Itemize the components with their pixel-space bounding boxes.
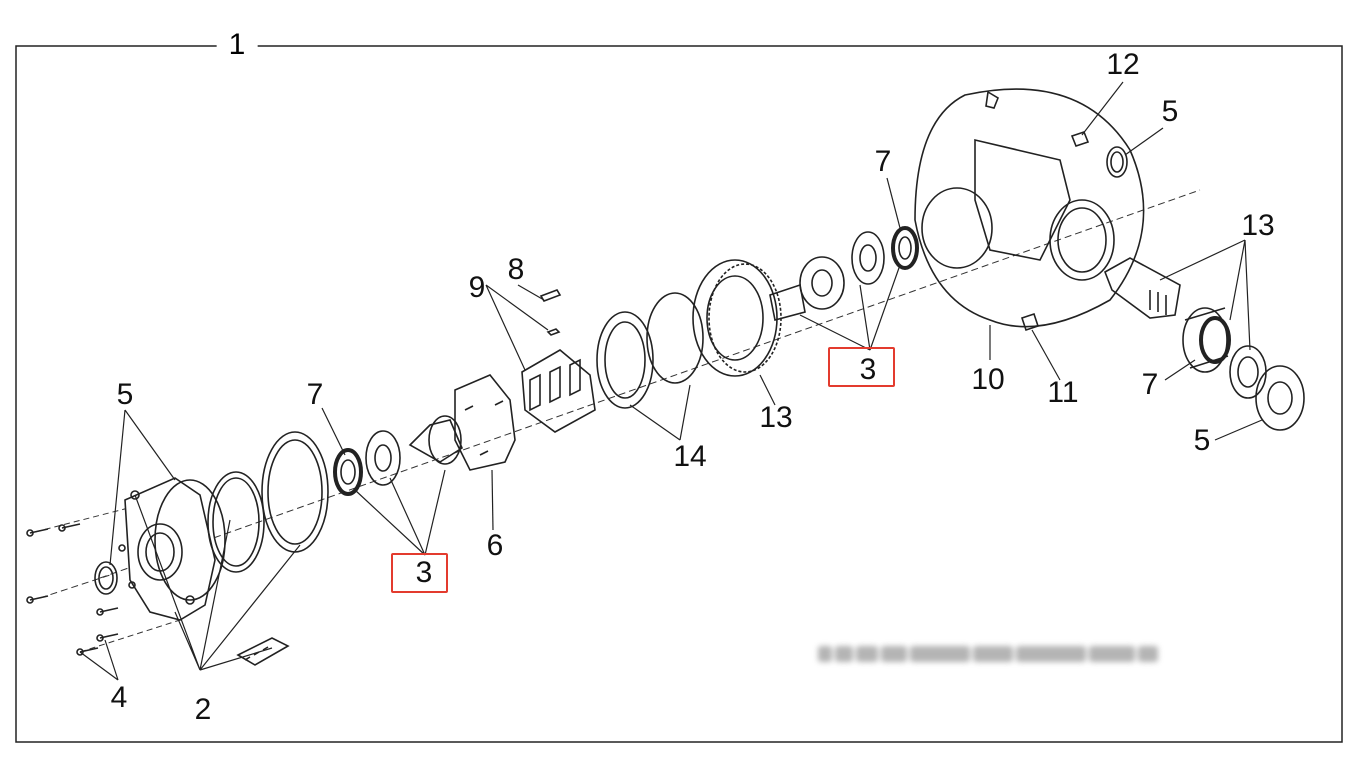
sprag-clutch-9 [521, 349, 596, 433]
drain-plug-12 [1070, 131, 1090, 147]
friction-ring [261, 431, 329, 553]
bolt-axis-line-1 [34, 504, 141, 533]
seal-5-output [1255, 365, 1305, 431]
main-housing-10 [914, 88, 1145, 328]
callout-2: 2 [194, 693, 212, 726]
callout-14: 14 [673, 440, 707, 473]
snap-ring-output [1229, 345, 1267, 399]
highlight-box-3-right [828, 347, 895, 387]
bearing-7-output [1182, 307, 1231, 373]
bolts-group [26, 523, 119, 656]
gear-shaft-right [769, 256, 845, 321]
callout-7-left: 7 [306, 378, 324, 411]
bolt-axis-line-2 [79, 619, 181, 653]
callout-11: 11 [1047, 376, 1079, 409]
highlight-box-3-left [391, 553, 448, 593]
callout-13-shaft: 13 [1241, 209, 1275, 242]
front-cover-part [118, 477, 226, 621]
ring-gear-13 [692, 259, 782, 377]
gasket-ring [207, 471, 265, 573]
callout-3-right: 3 [859, 353, 877, 386]
callout-5-right: 5 [1193, 424, 1211, 457]
bearing-7-left [333, 448, 363, 496]
gear-shaft-left [408, 415, 464, 465]
callout-4: 4 [110, 681, 128, 714]
seal-ring-left [94, 561, 118, 595]
leader-lines [79, 81, 1263, 681]
frame-border [15, 45, 1343, 743]
callout-3-left: 3 [415, 556, 433, 589]
seal-5-upper [1106, 146, 1128, 178]
blurred-watermark [818, 640, 1188, 670]
output-shaft-13 [1104, 257, 1181, 319]
breather-fitting [985, 90, 999, 109]
assembly-number: 1 [216, 28, 258, 62]
shim-plate-6 [454, 374, 516, 471]
drain-plug-11 [1020, 312, 1040, 332]
callout-6: 6 [486, 529, 504, 562]
bearing-race-left [365, 430, 401, 486]
pin-8 [539, 289, 562, 336]
bearing-7-right [891, 226, 919, 270]
callout-5-upper: 5 [1161, 95, 1179, 128]
callout-7-right: 7 [1141, 368, 1159, 401]
clutch-retainer-14 [596, 292, 704, 409]
callout-7-mid: 7 [874, 145, 892, 178]
callout-13-gear: 13 [759, 401, 793, 434]
callout-12: 12 [1106, 48, 1140, 81]
callout-8: 8 [507, 253, 525, 286]
connector-plug [236, 637, 290, 666]
bearing-race-right [851, 231, 885, 285]
callout-5-left: 5 [116, 378, 134, 411]
callout-10: 10 [971, 363, 1005, 396]
callout-9: 9 [468, 271, 486, 304]
